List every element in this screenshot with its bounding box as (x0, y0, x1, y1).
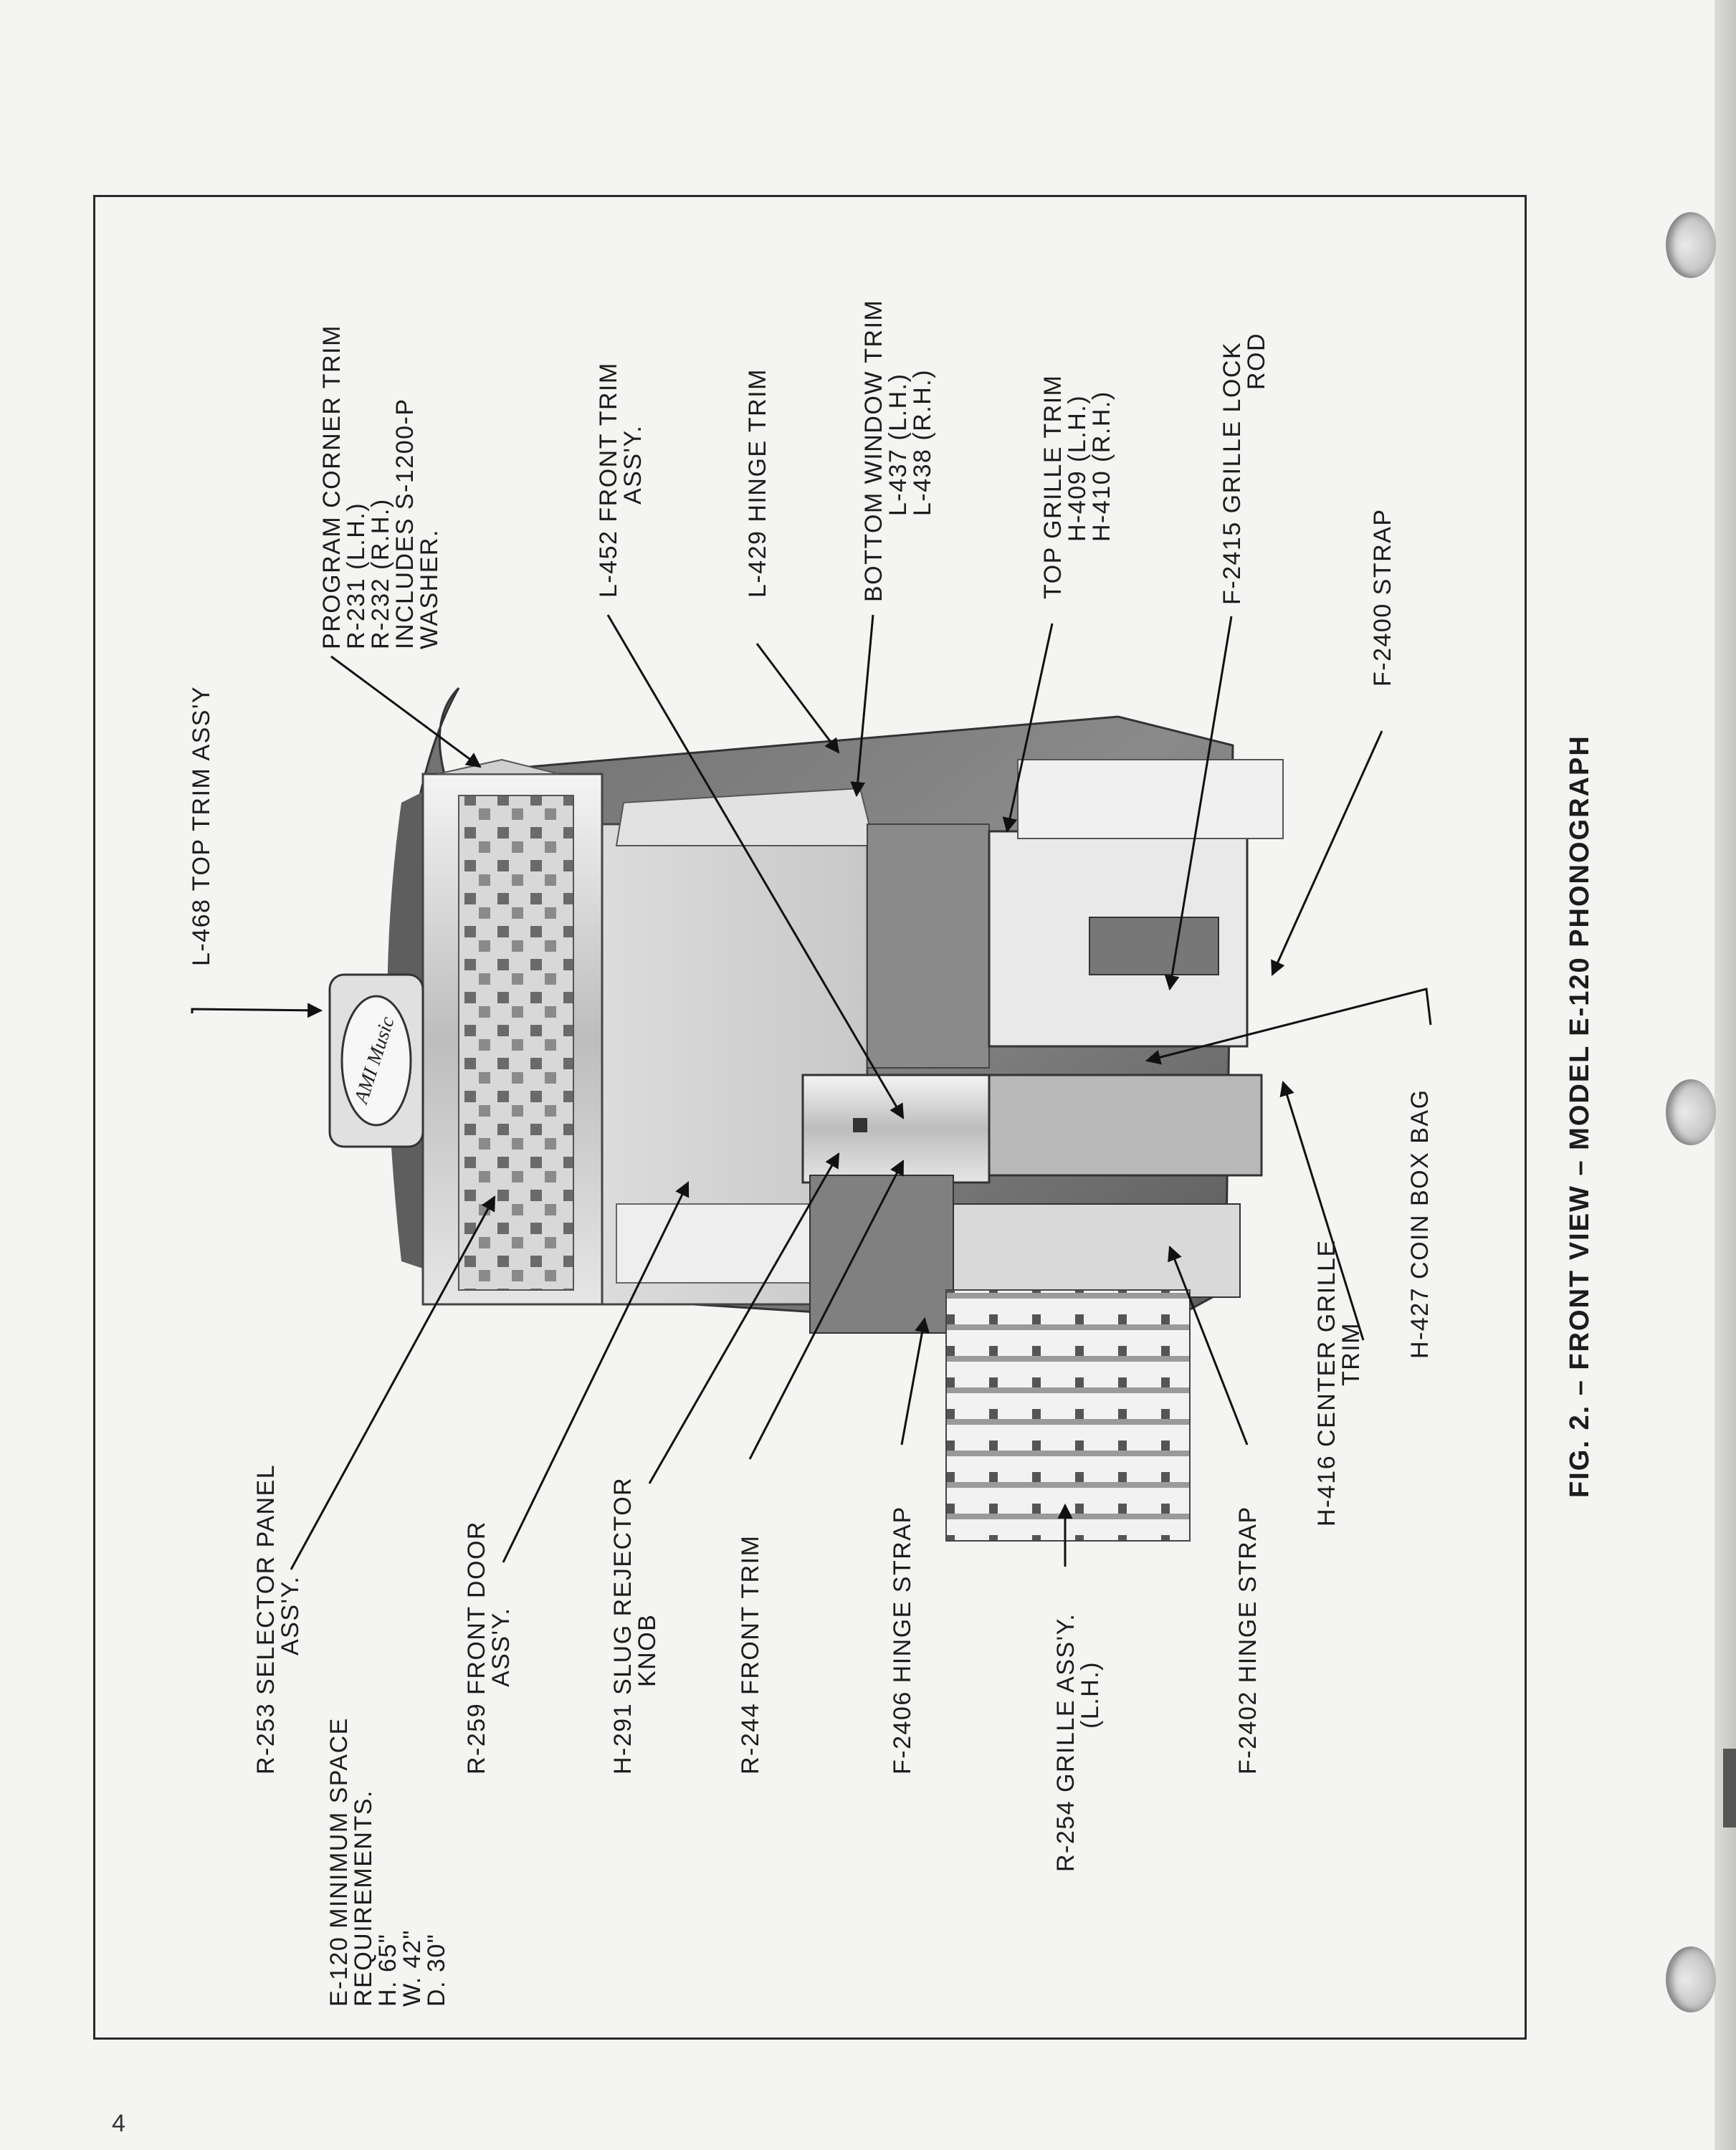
leader-f2402 (1168, 1246, 1249, 1446)
part-labels: L-468 TOP TRIM ASS'Y PROGRAM CORNER TRIM… (188, 292, 1434, 2007)
leader-h416 (1279, 1080, 1365, 1341)
leader-f2415 (1164, 616, 1233, 991)
binder-hole-middle (1666, 1079, 1716, 1145)
leader-h291 (648, 1152, 840, 1484)
binder-hole-top (1666, 212, 1716, 278)
figure-caption: FIG. 2. – FRONT VIEW – MODEL E-120 PHONO… (1565, 735, 1595, 1498)
label-l437: BOTTOM WINDOW TRIM L-437 (L.H.) L-438 (R… (860, 292, 936, 602)
label-f2402: F-2402 HINGE STRAP (1234, 1506, 1262, 1774)
label-l452: L-452 FRONT TRIM ASS'Y. (595, 354, 647, 598)
leader-r259 (502, 1181, 690, 1563)
label-l429: L-429 HINGE TRIM (744, 368, 771, 598)
leader-h427 (1145, 988, 1432, 1065)
page-number: 4 (112, 2110, 125, 2137)
label-h409: TOP GRILLE TRIM H-409 (L.H.) H-410 (R.H.… (1039, 367, 1115, 599)
leader-f2400 (1271, 730, 1383, 976)
figure-caption-group: FIG. 2. – FRONT VIEW – MODEL E-120 PHONO… (1565, 735, 1595, 1498)
leader-lines (191, 614, 1432, 1570)
jukebox-illustration: AMI Music (328, 687, 1284, 1542)
figure-frame (93, 195, 1527, 2040)
label-r254: R-254 GRILLE ASS'Y. (L.H.) (1052, 1605, 1104, 1872)
label-f2400: F-2400 STRAP (1369, 508, 1396, 687)
leader-l452 (606, 614, 905, 1119)
index-tab-mark (1723, 1749, 1736, 1828)
label-r253: R-253 SELECTOR PANEL ASS'Y. (252, 1457, 304, 1774)
label-h291: H-291 SLUG REJECTOR KNOB (609, 1469, 661, 1774)
leader-l429 (755, 643, 840, 754)
label-l468: L-468 TOP TRIM ASS'Y (188, 686, 215, 966)
leader-l437 (850, 614, 874, 798)
binder-hole-bottom (1666, 1946, 1716, 2012)
label-r259: R-259 FRONT DOOR ASS'Y. (463, 1513, 515, 1774)
leader-f2406 (900, 1317, 930, 1446)
leader-h409 (1002, 623, 1054, 833)
leader-r231 (330, 655, 482, 768)
leader-r244 (748, 1160, 905, 1460)
label-h427: H-427 COIN BOX BAG (1406, 1089, 1434, 1359)
label-r244: R-244 FRONT TRIM (737, 1535, 764, 1774)
leader-r253 (290, 1195, 496, 1570)
requirements-note: E-120 MINIMUM SPACE REQUIREMENTS. H. 65"… (325, 1709, 450, 2007)
label-h416: H-416 CENTER GRILLE TRIM (1313, 1231, 1365, 1526)
label-f2415: F-2415 GRILLE LOCK ROD (1218, 333, 1270, 605)
leader-l468 (191, 1003, 323, 1018)
label-f2406: F-2406 HINGE STRAP (889, 1506, 916, 1774)
label-r231: PROGRAM CORNER TRIM R-231 (L.H.) R-232 (… (318, 317, 443, 649)
